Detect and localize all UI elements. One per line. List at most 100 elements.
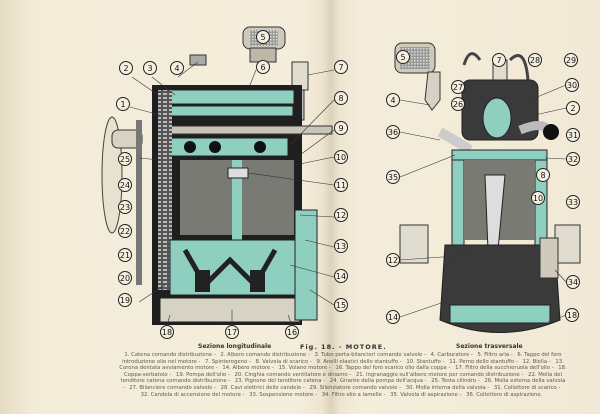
legend-item: 28. Cavi elettrici delle candele - (220, 384, 305, 391)
legend-item: 29. Silenziatore comando valvole - (309, 384, 402, 391)
callout-left: 24 (118, 178, 132, 192)
leader-lines (129, 61, 567, 326)
carburetor (189, 54, 207, 66)
cylinder-right (242, 160, 294, 235)
callout-right: 2 (566, 101, 580, 115)
timing-chain (158, 90, 172, 290)
callout-left: 1 (116, 97, 130, 111)
legend-item: 36. Collettore di aspirazione. (466, 391, 543, 398)
callout-left: 14 (334, 269, 348, 283)
legend-item: 5. Filtro aria - (477, 352, 513, 358)
engine-mount-right (554, 224, 581, 264)
callout-right: 26 (451, 97, 465, 111)
callout-right: 7 (492, 53, 506, 67)
callout-right: 30 (565, 78, 579, 92)
callout-right: 31 (566, 128, 580, 142)
legend-item: 31. Collettore di scarico - (493, 384, 561, 391)
legend-item: 27. Bilanciere comando valvole - (129, 384, 216, 391)
legend-item: 18. Coppa-serbatoio - (124, 365, 567, 378)
callout-left: 13 (334, 239, 348, 253)
legend-item: 34. Filtro olio a lamelle - (321, 391, 386, 398)
legend-item: 4. Carburatore - (430, 352, 473, 358)
legend-item: 12. Biella - (522, 358, 551, 365)
legend-item: 20. Cinghia comando ventilatore e dinamo… (234, 371, 352, 378)
callout-right: 8 (536, 168, 550, 182)
camshaft (161, 125, 333, 135)
callout-left: 21 (118, 248, 132, 262)
cylinder-left (180, 160, 232, 235)
legend-item: 9. Anelli elastici dello stantuffo - (316, 358, 402, 365)
legend-item: 19. Pompa dell'olio - (175, 371, 230, 378)
legend-item: 14. Albero motore - (222, 365, 274, 372)
callout-right: 36 (386, 125, 400, 139)
callout-right: 32 (566, 152, 580, 166)
legend-item: 32. Candela di accensione del motore - (140, 391, 245, 398)
callout-right: 18 (565, 308, 579, 322)
oil-filter (539, 237, 559, 279)
callout-left: 2 (119, 61, 133, 75)
callout-right: 33 (566, 195, 580, 209)
callout-left: 22 (118, 224, 132, 238)
intake-manifold (437, 127, 473, 155)
callout-left: 5 (256, 30, 270, 44)
callout-left: 4 (170, 61, 184, 75)
legend-item: 23. Pignone del tenditore catena - (234, 378, 326, 385)
piston (227, 167, 249, 179)
legend-item: 35. Valvola di aspirazione - (390, 391, 462, 398)
page-fold (322, 0, 340, 414)
crankcase (169, 239, 296, 296)
legend-item: 15. Volano motore - (278, 365, 331, 372)
legend-item: 24. Girante della pompa dell'acqua - (329, 378, 427, 385)
spark-plug-cables (462, 52, 530, 81)
callout-right: 29 (564, 53, 578, 67)
callout-right: 14 (386, 310, 400, 324)
legend-item: 8. Valvola di scarico - (255, 358, 312, 365)
legend-item: 33. Sospensione motore - (249, 391, 317, 398)
callout-right: 4 (386, 93, 400, 107)
legend-item: 3. Tubo porta-bilancieri comando valvole… (314, 352, 426, 358)
callout-left: 11 (334, 178, 348, 192)
legend-item: 6. Tappo del foro introduzione olio nel … (122, 352, 562, 365)
engine-mount-left (399, 224, 429, 264)
callout-left: 16 (285, 325, 299, 339)
figure-title: Fig. 18. - MOTORE. (300, 343, 387, 351)
callout-left: 17 (225, 325, 239, 339)
legend-item: 2. Albero comando distribuzione - (220, 352, 310, 358)
legend-item: 13. Corona dentata avviamento motore - (119, 358, 564, 372)
callout-right: 34 (566, 275, 580, 289)
legend-item: 30. Molla interna della valvola - (405, 384, 490, 391)
legend-item: 25. Testa cilindro - (431, 378, 480, 385)
callout-right: 10 (531, 191, 545, 205)
callout-left: 23 (118, 200, 132, 214)
callout-left: 18 (160, 325, 174, 339)
legend-item: 22. Molla del tenditore catena comando d… (120, 371, 562, 385)
callout-left: 19 (118, 293, 132, 307)
legend-item: 11. Perno dello stantuffo - (449, 358, 518, 365)
transverse-section-drawing (394, 42, 581, 333)
oil-sump-right (449, 304, 551, 324)
left-section-caption: Sezione longitudinale (198, 343, 272, 350)
callout-left: 9 (334, 121, 348, 135)
legend-item: 10. Stantuffo - (406, 358, 445, 365)
callout-left: 3 (143, 61, 157, 75)
oil-sump (159, 297, 301, 323)
callout-left: 8 (334, 91, 348, 105)
legend-item: 21. Ingranaggio sull'albero motore per c… (355, 371, 524, 378)
callout-left: 6 (256, 60, 270, 74)
callout-right: 5 (396, 50, 410, 64)
callout-right: 27 (451, 80, 465, 94)
legend-item: 7. Spinterogeno - (205, 358, 251, 365)
right-section-caption: Sezione trasversale (456, 343, 523, 350)
callout-right: 28 (528, 53, 542, 67)
callout-right: 12 (386, 253, 400, 267)
callout-left: 12 (334, 208, 348, 222)
longitudinal-section-drawing (101, 26, 333, 325)
callout-left: 25 (118, 152, 132, 166)
parts-legend: 1. Catena comando distribuzione - 2. Alb… (118, 352, 568, 398)
legend-item: 1. Catena comando distribuzione - (124, 352, 216, 358)
callout-left: 7 (334, 60, 348, 74)
callout-right: 35 (386, 170, 400, 184)
callout-left: 20 (118, 271, 132, 285)
callout-left: 10 (334, 150, 348, 164)
callout-left: 15 (334, 298, 348, 312)
